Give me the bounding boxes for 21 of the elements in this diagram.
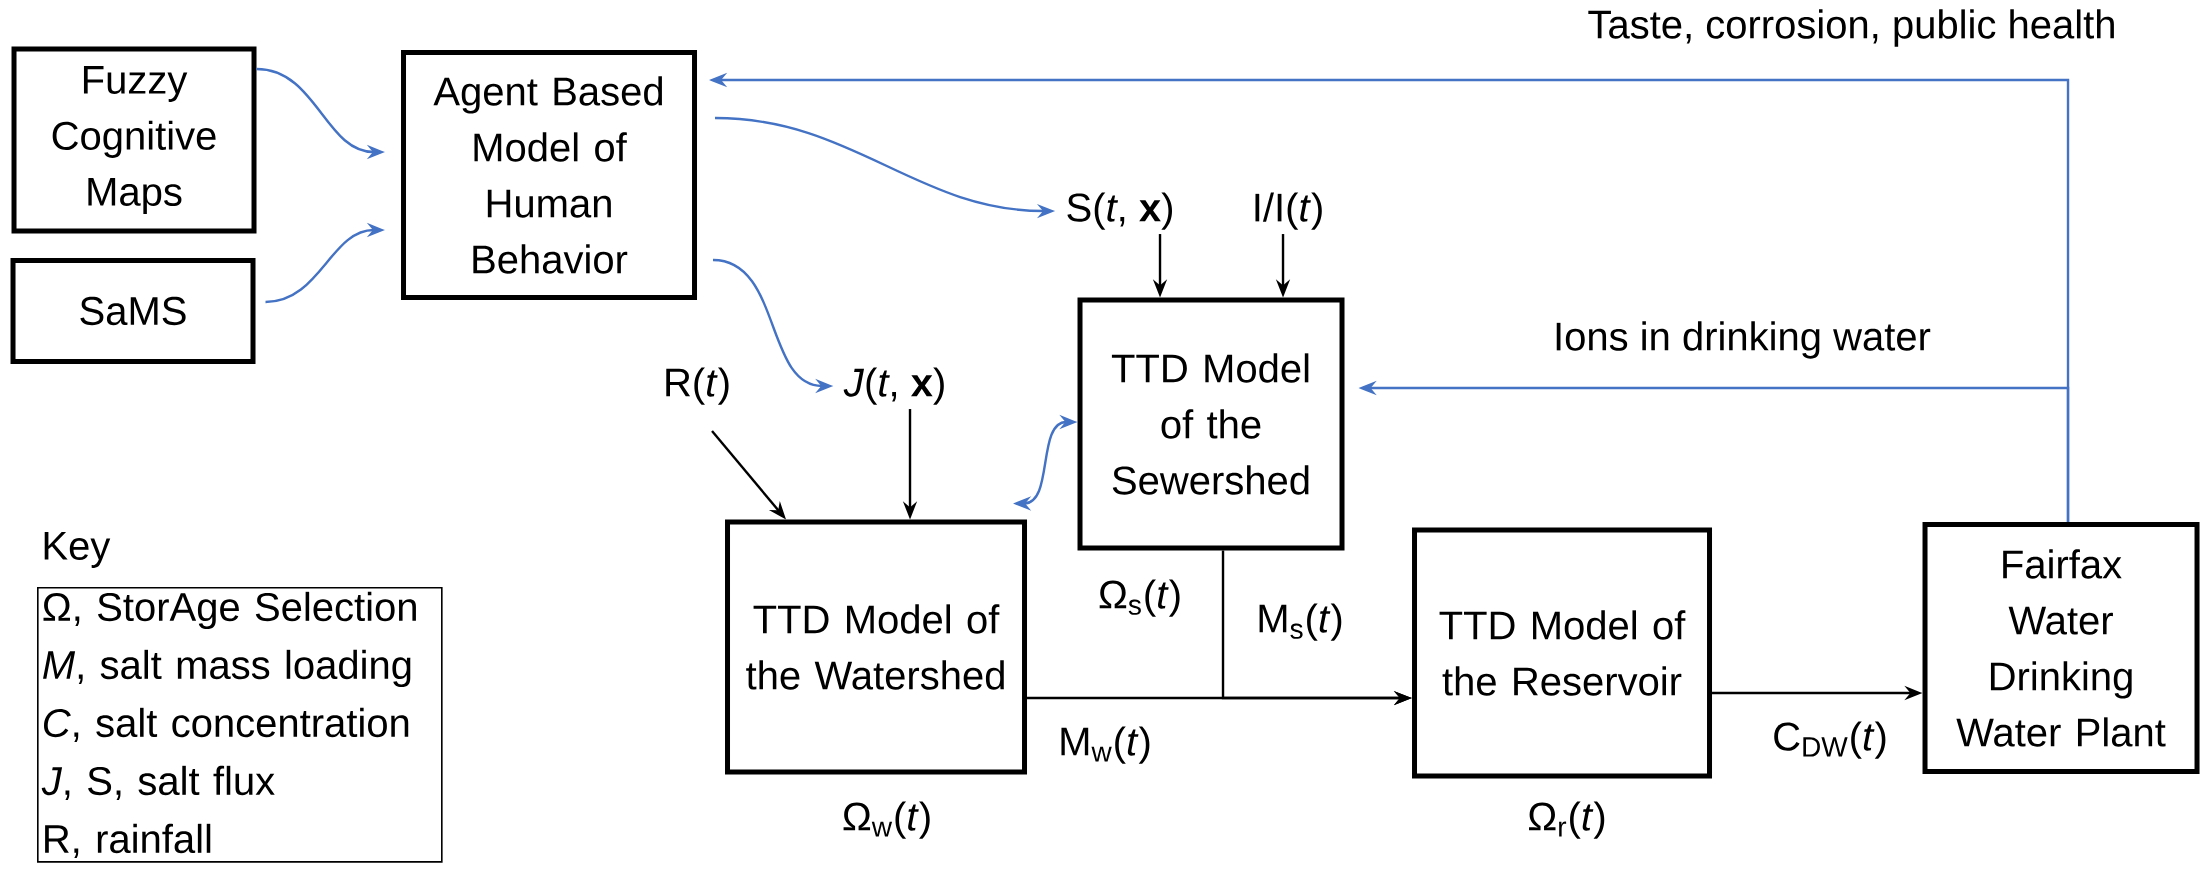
model-box: Fairfax Water Drinking Water Plant [1922,522,2200,774]
edge-label: M$_{s}$(t) [1252,599,1348,645]
model-box: TTD Model of the Reservoir [1412,527,1712,779]
variable-label: Ω$_{s}$(t) [1099,579,1180,617]
variable-label: I/I(t) [1255,192,1322,230]
variable-label: S(t, x) [1067,192,1172,230]
model-box: Agent Based Model of Human Behavior [401,50,697,300]
model-box: TTD Model of the Sewershed [1077,297,1345,551]
model-box: TTD Model of the Watershed [725,519,1027,775]
variable-label: J(t, x) [843,367,944,405]
edge-label: Ions in drinking water [1549,317,1935,363]
model-box: Fuzzy Cognitive Maps [11,46,257,234]
variable-label: Ω$_{w}$(t) [843,801,930,839]
variable-label: Ω$_{r}$(t) [1529,801,1605,839]
edge-label: C$_{DW}$(t) [1768,717,1892,763]
edge-label: M$_{w}$(t) [1054,722,1156,768]
model-box: SaMS [10,258,256,364]
key-box: Ω, StorAge Selection M, salt mass loading C, salt concentration J, S, salt flux R, rainfall [37,587,443,863]
variable-label: R(t) [666,367,729,405]
key-heading: Key [44,532,111,568]
edge-label: Taste, corrosion, public health [1583,5,2121,51]
